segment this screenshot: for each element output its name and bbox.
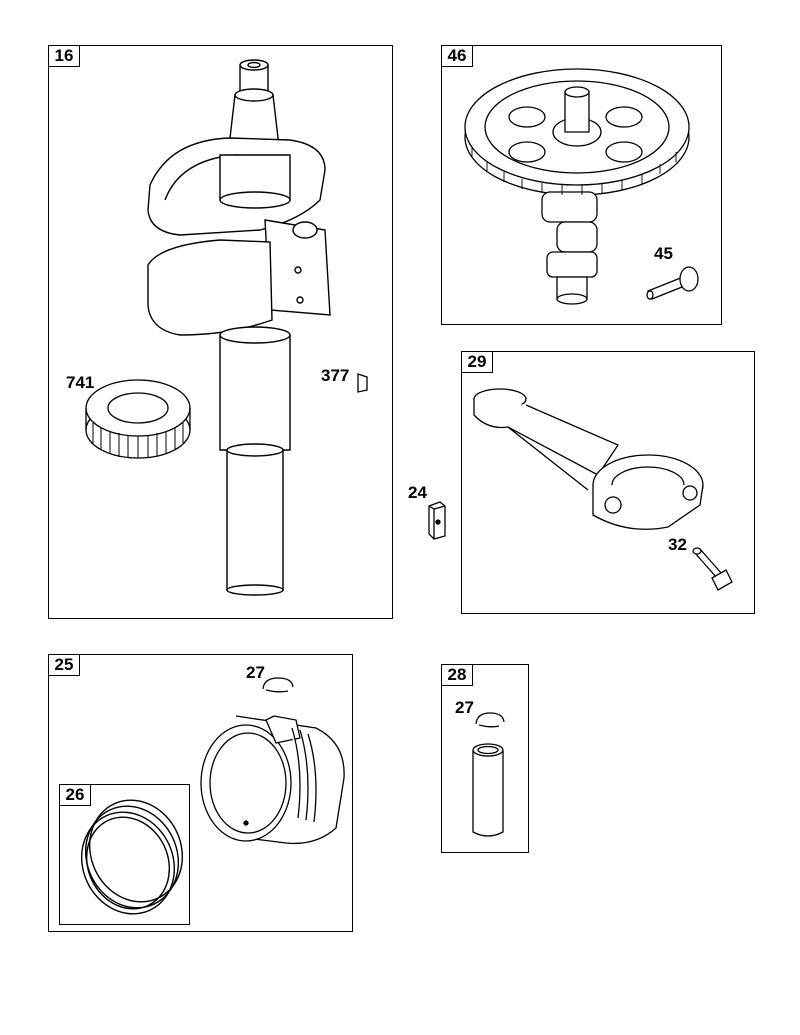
callout-27-pin: 27 [455,698,474,717]
panel-label-26: 26 [59,784,91,806]
panel-label-28: 28 [441,664,473,686]
panel-label-29: 29 [461,351,493,373]
callout-377: 377 [321,366,350,385]
timing-gear-illustration [83,378,193,463]
connecting-rod-illustration [468,385,708,535]
callout-32: 32 [668,535,687,554]
piston-rings-illustration [72,797,190,917]
callout-741: 741 [66,373,95,392]
bolt-32-illustration [692,548,737,593]
panel-label-46: 46 [441,45,473,67]
panel-label-25: 25 [48,654,80,676]
panel-piston-rings: 26 [59,784,190,925]
callout-24: 24 [408,483,427,502]
callout-27-piston: 27 [246,663,265,682]
piston-pin-illustration [470,740,506,840]
retaining-ring-27-illustration [258,675,298,695]
crankshaft-illustration [140,60,330,595]
panel-label-16: 16 [48,45,80,67]
key-24-illustration [426,500,448,540]
retaining-ring-27b-illustration [472,710,508,730]
camshaft-gear-illustration [462,62,692,307]
piston-illustration [196,708,351,848]
key-377-illustration [355,372,371,394]
callout-45: 45 [654,244,673,263]
pin-45-illustration [643,263,703,303]
